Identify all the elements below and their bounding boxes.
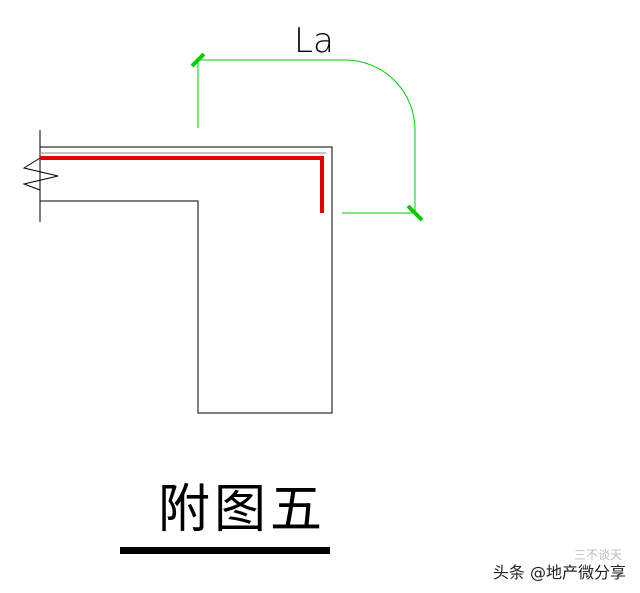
- watermark-faint: 三不谈天: [573, 548, 622, 562]
- dimension-tick-end: [406, 204, 424, 222]
- dimension-tick-start: [190, 52, 206, 68]
- break-line: [22, 130, 59, 222]
- rebar: [40, 156, 324, 213]
- caption-underline: [120, 547, 330, 554]
- dimension-label: La: [294, 21, 334, 61]
- figure-caption: 附图五: [158, 480, 326, 540]
- dimension-la: [190, 52, 424, 222]
- watermark: 头条 @地产微分享: [492, 563, 626, 582]
- concrete-outline: [40, 146, 333, 414]
